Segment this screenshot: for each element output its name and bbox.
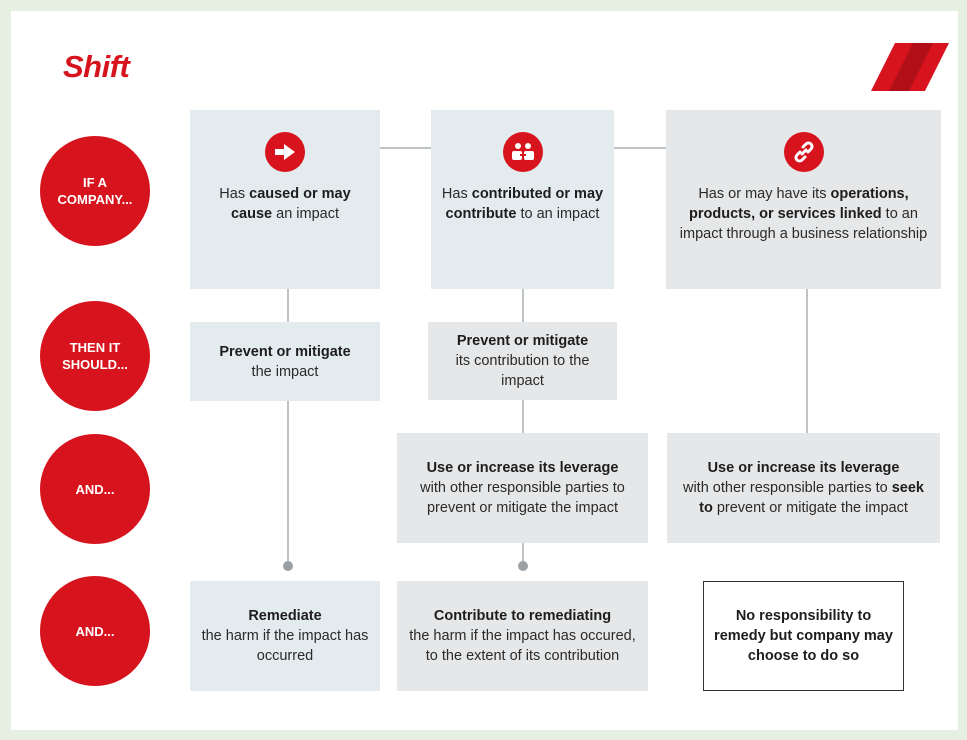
connector-line <box>614 147 667 149</box>
connector-dot <box>518 561 528 571</box>
cause-text: Has caused or may cause an impact <box>219 186 351 222</box>
contribute-box: Has contributed or may contribute to an … <box>431 110 614 289</box>
brand-mark-icon <box>871 43 949 91</box>
linked-box: Has or may have its operations, products… <box>666 110 941 289</box>
connector-dot <box>283 561 293 571</box>
link-icon <box>783 132 824 172</box>
diagram-card: Shift IF A COMPANY... THEN IT SHOULD... … <box>11 11 958 730</box>
linked-text: Has or may have its operations, products… <box>679 186 928 242</box>
row-label-if-company: IF A COMPANY... <box>40 136 150 246</box>
people-contribute-icon <box>502 132 543 172</box>
row-label-and: AND... <box>40 434 150 544</box>
connector-line <box>522 400 524 433</box>
connector-line <box>287 289 289 322</box>
row-label-and-remedy: AND... <box>40 576 150 686</box>
contribute-text: Has contributed or may contribute to an … <box>441 186 604 222</box>
shift-logo: Shift <box>63 49 130 84</box>
cause-box: Has caused or may cause an impact <box>190 110 380 289</box>
connector-line <box>522 543 524 563</box>
arrow-right-icon <box>265 132 305 172</box>
connector-line <box>287 401 289 563</box>
no-responsibility-box: No responsibility to remedy but company … <box>703 581 904 691</box>
connector-line <box>378 147 431 149</box>
row-label-then-should: THEN IT SHOULD... <box>40 301 150 411</box>
connector-line <box>522 289 524 322</box>
connector-line <box>806 289 808 433</box>
